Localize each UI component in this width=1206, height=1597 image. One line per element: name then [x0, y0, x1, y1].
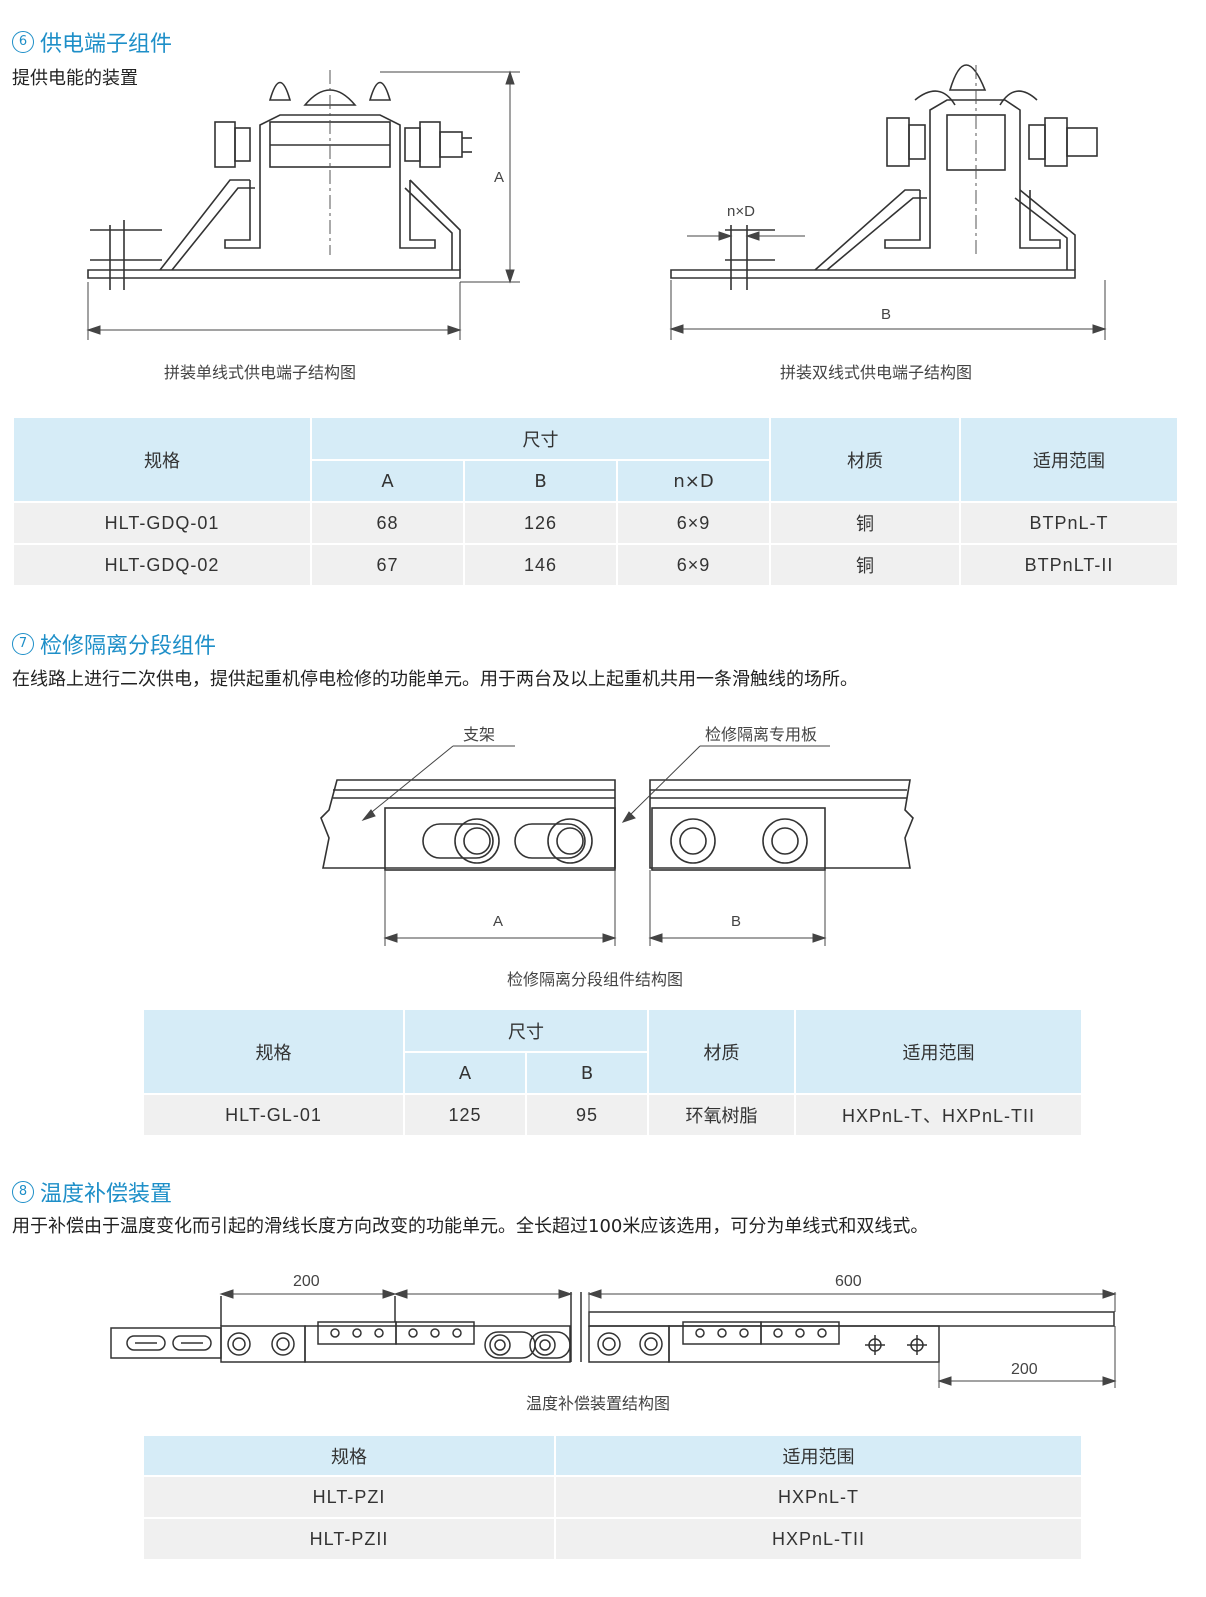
- section6-title-text: 供电端子组件: [40, 32, 173, 57]
- cell-spec: HLT-PZI: [144, 1476, 556, 1519]
- table-row: HLT-PZI HXPnL-T: [144, 1476, 1083, 1519]
- header-size: 尺寸: [404, 1010, 649, 1053]
- header-a: A: [311, 460, 465, 503]
- section7-title-text: 检修隔离分段组件: [40, 634, 217, 659]
- single-line-terminal-drawing: A: [86, 70, 520, 340]
- section7-number: 7: [12, 633, 34, 655]
- section6-title: 6 供电端子组件: [12, 26, 172, 58]
- double-line-terminal-drawing: n×D B: [669, 64, 1107, 340]
- section8-title-text: 温度补偿装置: [40, 1182, 173, 1207]
- header-scope: 适用范围: [960, 418, 1180, 503]
- dimension-a-label: A: [493, 913, 503, 930]
- header-b: B: [526, 1052, 649, 1095]
- section8-description: 用于补偿由于温度变化而引起的滑线长度方向改变的功能单元。全长超过100米应该选用…: [12, 1216, 929, 1237]
- section7-description: 在线路上进行二次供电，提供起重机停电检修的功能单元。用于两台及以上起重机共用一条…: [12, 669, 858, 690]
- header-b: B: [464, 460, 618, 503]
- dimension-a-label: A: [494, 169, 504, 186]
- dimension-nd-label: n×D: [727, 203, 755, 220]
- cell-b: 126: [464, 502, 618, 545]
- temperature-compensator-caption: 温度补偿装置结构图: [526, 1394, 671, 1413]
- table-row: HLT-GDQ-02 67 146 6×9 铜 BTPnLT-II: [14, 544, 1180, 587]
- header-size: 尺寸: [311, 418, 772, 461]
- cell-material: 铜: [770, 544, 962, 587]
- header-spec: 规格: [144, 1436, 556, 1477]
- header-scope: 适用范围: [795, 1010, 1083, 1095]
- power-terminal-spec-table: 规格 尺寸 材质 适用范围 A B n×D HLT-GDQ-01 68 126 …: [14, 418, 1180, 587]
- isolation-plate-label: 检修隔离专用板: [705, 726, 817, 744]
- table-row: HLT-GL-01 125 95 环氧树脂 HXPnL-T、HXPnL-TII: [144, 1094, 1083, 1137]
- double-line-terminal-caption: 拼装双线式供电端子结构图: [780, 363, 973, 382]
- header-nd: n×D: [617, 460, 772, 503]
- cell-a: 67: [311, 544, 465, 587]
- cell-b: 95: [526, 1094, 649, 1137]
- cell-scope: BTPnL-T: [960, 502, 1180, 545]
- cell-scope: HXPnL-T: [555, 1476, 1083, 1519]
- cell-nd: 6×9: [617, 544, 772, 587]
- section8-number: 8: [12, 1181, 34, 1203]
- header-a: A: [404, 1052, 527, 1095]
- cell-material: 环氧树脂: [648, 1094, 796, 1137]
- cell-material: 铜: [770, 502, 962, 545]
- dimension-b-label: B: [881, 306, 891, 323]
- isolation-section-caption: 检修隔离分段组件结构图: [507, 970, 684, 989]
- cell-spec: HLT-GDQ-01: [14, 502, 312, 545]
- section6-number: 6: [12, 31, 34, 53]
- temperature-compensator-drawing: 200 600 200: [110, 1273, 1117, 1388]
- header-spec: 规格: [144, 1010, 405, 1095]
- cell-scope: BTPnLT-II: [960, 544, 1180, 587]
- cell-nd: 6×9: [617, 502, 772, 545]
- header-material: 材质: [770, 418, 962, 503]
- isolation-section-drawing: 支架 检修隔离专用板 A B: [320, 726, 914, 946]
- cell-a: 125: [404, 1094, 527, 1137]
- cell-scope: HXPnL-T、HXPnL-TII: [795, 1094, 1083, 1137]
- dimension-600-label: 600: [835, 1273, 862, 1290]
- cell-a: 68: [311, 502, 465, 545]
- dimension-200-left-label: 200: [293, 1273, 320, 1290]
- single-line-terminal-caption: 拼装单线式供电端子结构图: [164, 363, 357, 382]
- cell-b: 146: [464, 544, 618, 587]
- header-spec: 规格: [14, 418, 312, 503]
- isolation-section-spec-table: 规格 尺寸 材质 适用范围 A B HLT-GL-01 125 95 环氧树脂 …: [144, 1010, 1083, 1137]
- section7-title: 7 检修隔离分段组件: [12, 628, 216, 660]
- dimension-b-label: B: [731, 913, 741, 930]
- section6-description: 提供电能的装置: [12, 68, 138, 89]
- section8-title: 8 温度补偿装置: [12, 1176, 172, 1208]
- table-row: HLT-PZII HXPnL-TII: [144, 1518, 1083, 1561]
- cell-scope: HXPnL-TII: [555, 1518, 1083, 1561]
- cell-spec: HLT-GDQ-02: [14, 544, 312, 587]
- temperature-compensator-spec-table: 规格 适用范围 HLT-PZI HXPnL-T HLT-PZII HXPnL-T…: [144, 1436, 1083, 1561]
- header-scope: 适用范围: [555, 1436, 1083, 1477]
- cell-spec: HLT-PZII: [144, 1518, 556, 1561]
- table-row: HLT-GDQ-01 68 126 6×9 铜 BTPnL-T: [14, 502, 1180, 545]
- bracket-label: 支架: [463, 726, 495, 744]
- header-material: 材质: [648, 1010, 796, 1095]
- cell-spec: HLT-GL-01: [144, 1094, 405, 1137]
- dimension-200-right-label: 200: [1011, 1361, 1038, 1378]
